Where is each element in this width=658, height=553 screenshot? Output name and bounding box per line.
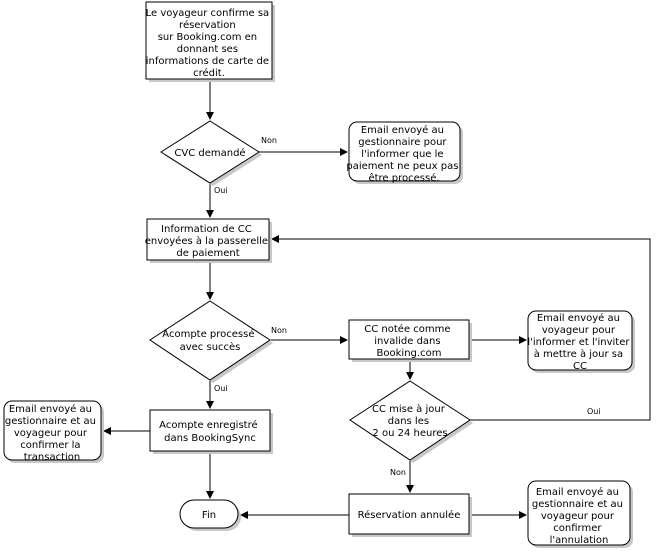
label-update-oui: Oui — [587, 407, 601, 416]
label-update-non: Non — [390, 468, 406, 477]
decision-deposit-processed: Acompte processé avec succès — [149, 300, 273, 383]
decision-cvc-requested: CVC demandé — [160, 120, 262, 186]
svg-text:CVC demandé: CVC demandé — [174, 147, 245, 159]
svg-text:Acompte processé avec su: Acompte processé avec succès — [162, 328, 257, 353]
svg-text:Email envoyé au voyageur: Email envoyé au voyageur pour l'informer… — [527, 312, 632, 372]
edges — [103, 80, 651, 519]
svg-text:Email envoyé au gestionn: Email envoyé au gestionnaire et au voyag… — [5, 403, 99, 463]
node-deposit-recorded: Acompte enregistré dans BookingSync — [149, 409, 273, 454]
node-traveler-confirms: Le voyageur confirme sa réservation sur … — [145, 1, 275, 82]
edge-labels: Non Oui Non Oui Oui Non — [214, 136, 601, 477]
svg-text:Réservation annulée: Réservation annulée — [358, 509, 461, 521]
svg-text:Fin: Fin — [202, 510, 216, 521]
terminal-end: Fin — [179, 499, 241, 531]
node-booking-cancelled: Réservation annulée — [348, 493, 472, 537]
edge-cc-update-loop-oui — [271, 235, 651, 421]
label-acompte-oui: Oui — [214, 384, 228, 393]
decision-cc-updated: CC mise à jour dans les 2 ou 24 heures — [349, 380, 473, 463]
label-cvc-non: Non — [261, 136, 277, 145]
svg-text:Email envoyé au gestionn: Email envoyé au gestionnaire pour l'info… — [346, 124, 461, 184]
svg-text:Le voyageur confirme sa: Le voyageur confirme sa réservation sur … — [146, 8, 273, 79]
node-email-confirm-cancellation: Email envoyé au gestionnaire et au voyag… — [527, 480, 633, 548]
svg-text:CC notée comme invalide: CC notée comme invalide dans Booking.com — [364, 323, 453, 359]
label-acompte-non: Non — [271, 326, 287, 335]
svg-text:Email envoyé au gestionn: Email envoyé au gestionnaire et au voyag… — [532, 486, 626, 546]
node-email-payment-failed: Email envoyé au gestionnaire pour l'info… — [346, 121, 463, 184]
node-cc-sent-gateway: Information de CC envoyées à la passerel… — [145, 218, 272, 263]
node-email-update-cc: Email envoyé au voyageur pour l'informer… — [527, 310, 635, 373]
node-cc-invalid: CC notée comme invalide dans Booking.com — [348, 319, 472, 362]
label-cvc-oui: Oui — [214, 186, 228, 195]
svg-text:Acompte enregistré dans: Acompte enregistré dans BookingSync — [159, 419, 261, 444]
svg-text:CC mise à jour dans les: CC mise à jour dans les 2 ou 24 heures — [372, 403, 448, 439]
svg-text:Information de CC envoyé: Information de CC envoyées à la passerel… — [145, 224, 272, 259]
node-email-confirm-transaction: Email envoyé au gestionnaire et au voyag… — [3, 400, 104, 463]
